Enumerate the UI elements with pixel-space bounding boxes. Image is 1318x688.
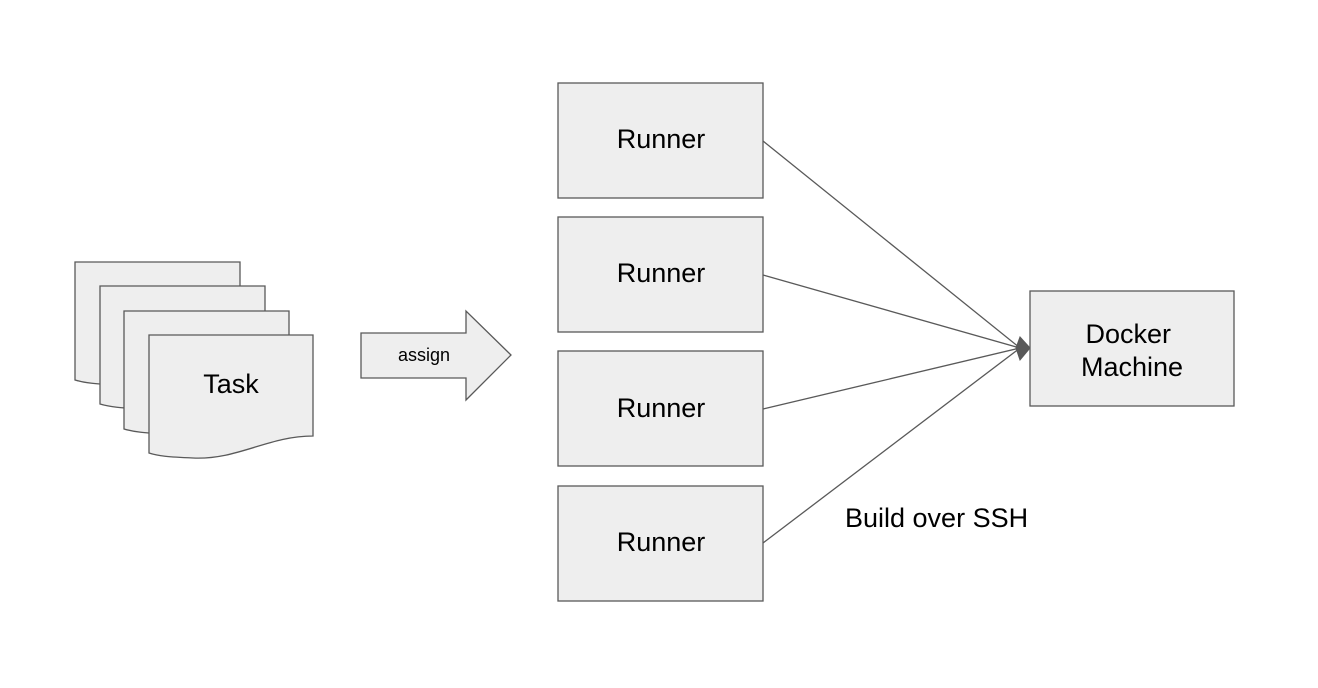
docker-machine-label-line1: Docker [1085,319,1171,349]
build-over-ssh-label: Build over SSH [845,503,1028,533]
runner-label: Runner [617,258,706,288]
connector-runner-2 [762,274,1021,349]
runner-box-4: Runner [557,485,764,602]
task-document-front [148,334,314,459]
connector-runner-1 [762,140,1021,349]
runner-box-3: Runner [557,350,764,467]
docker-machine-label: Docker Machine [1081,319,1183,382]
runner-box-2: Runner [557,216,764,333]
runner-box-1: Runner [557,82,764,199]
assign-arrow-label: assign [398,345,450,365]
runner-label: Runner [617,124,706,154]
task-stack: Task [74,261,314,459]
runner-label: Runner [617,393,706,423]
task-label: Task [203,369,259,399]
assign-arrow-shape [360,309,512,402]
assign-arrow: assign [360,309,512,402]
ssh-connectors [762,140,1031,544]
docker-machine-label-line2: Machine [1081,352,1183,382]
runner-group: Runner Runner Runner Runner [557,82,764,602]
runner-label: Runner [617,527,706,557]
connector-runner-4 [762,347,1021,544]
connector-arrowhead [1015,336,1031,362]
docker-machine-box: Docker Machine [1029,290,1235,407]
connector-runner-3 [762,347,1021,410]
